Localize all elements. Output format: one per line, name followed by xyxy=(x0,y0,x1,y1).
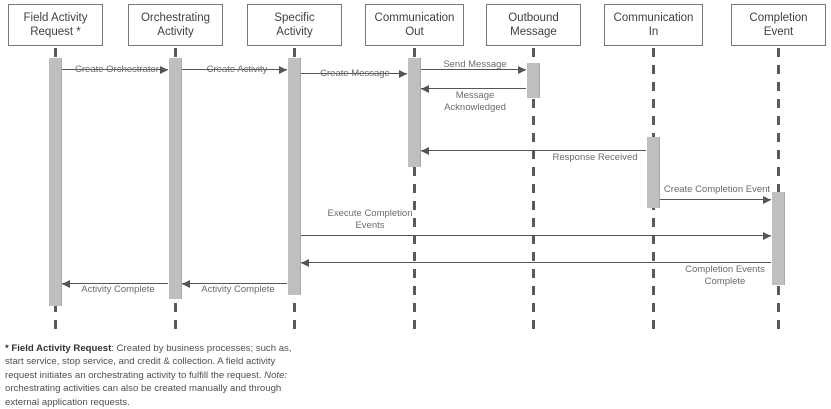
lifeline-header-line1: Outbound xyxy=(508,12,559,24)
footnote-term: Field Activity Request xyxy=(11,343,112,354)
msg-create-activity-line xyxy=(182,69,287,70)
msg-completion-events-complete-label: Completion Events Complete xyxy=(685,264,765,287)
msg-completion-events-complete-line xyxy=(301,262,771,263)
msg-completion-events-complete-arrowhead xyxy=(301,259,309,267)
lifeline-header-line2: In xyxy=(648,26,659,38)
msg-activity-complete-1-label: Activity Complete xyxy=(81,284,155,295)
msg-message-acknowledged-label: Message Acknowledged xyxy=(444,90,506,113)
msg-create-message-arrowhead xyxy=(399,70,407,78)
msg-message-acknowledged-arrowhead xyxy=(421,85,429,93)
footnote-note-body: orchestrating activities can also be cre… xyxy=(5,383,282,408)
lifeline-header-line1: Field Activity xyxy=(23,12,88,24)
lifeline-outbound-message xyxy=(532,48,535,330)
activation-specific-activity[interactable] xyxy=(288,58,301,295)
msg-send-message-line xyxy=(421,69,526,70)
msg-response-received-arrowhead xyxy=(421,147,429,155)
lifeline-completion-event xyxy=(777,48,780,330)
msg-activity-complete-2-line xyxy=(182,283,287,284)
footnote-note-label: Note: xyxy=(264,369,288,381)
footnote-marker: * xyxy=(5,343,12,354)
activation-communication-out[interactable] xyxy=(408,58,421,167)
msg-activity-complete-1-arrowhead xyxy=(62,280,70,288)
lifeline-header-line1: Communication xyxy=(613,12,694,24)
msg-response-received-line xyxy=(421,150,646,151)
lifeline-header-line1: Completion xyxy=(749,12,808,24)
footnote: * Field Activity Request: Created by bus… xyxy=(5,342,305,409)
msg-execute-completion-events-arrowhead xyxy=(763,232,771,240)
msg-create-completion-event-arrowhead xyxy=(763,196,771,204)
lifeline-header-line2: Message xyxy=(510,26,557,38)
activation-orchestrating-activity[interactable] xyxy=(169,58,182,299)
lifeline-header-line2: Request * xyxy=(30,26,81,38)
activation-communication-in[interactable] xyxy=(647,137,660,208)
msg-create-orchestrator-arrowhead xyxy=(160,66,168,74)
lifeline-header-line2: Activity xyxy=(276,26,313,38)
lifeline-header-line2: Activity xyxy=(157,26,194,38)
msg-create-activity-label: Create Activity xyxy=(206,64,268,75)
lifeline-header-line2: Event xyxy=(763,26,794,38)
activation-field-activity-request[interactable] xyxy=(49,58,62,306)
msg-send-message-label: Send Message xyxy=(443,59,507,70)
msg-activity-complete-2-label: Activity Complete xyxy=(201,284,275,295)
msg-create-completion-event-label: Create Completion Event xyxy=(663,184,771,195)
msg-message-acknowledged-line xyxy=(421,88,526,89)
lifeline-header-line2: Out xyxy=(405,26,424,38)
lifeline-communication-out xyxy=(413,48,416,330)
lifeline-header-line1: Orchestrating xyxy=(140,12,211,24)
msg-create-orchestrator-line xyxy=(62,69,168,70)
msg-create-message-label: Create Message xyxy=(320,68,390,79)
footnote-body: : Created by business processes; such as… xyxy=(5,343,292,381)
msg-activity-complete-1-line xyxy=(62,283,168,284)
msg-create-message-line xyxy=(301,73,407,74)
msg-create-activity-arrowhead xyxy=(279,66,287,74)
msg-create-orchestrator-label: Create Orchestrator xyxy=(75,64,159,75)
msg-create-completion-event-line xyxy=(660,199,771,200)
msg-activity-complete-2-arrowhead xyxy=(182,280,190,288)
msg-execute-completion-events-line xyxy=(301,235,771,236)
msg-execute-completion-events-label: Execute Completion Events xyxy=(327,208,413,231)
activation-outbound-message[interactable] xyxy=(527,63,540,98)
msg-send-message-arrowhead xyxy=(518,66,526,74)
msg-response-received-label: Response Received xyxy=(552,152,638,163)
lifeline-header-line1: Communication xyxy=(374,12,455,24)
activation-completion-event[interactable] xyxy=(772,192,785,285)
lifeline-header-line1: Specific xyxy=(274,12,315,24)
